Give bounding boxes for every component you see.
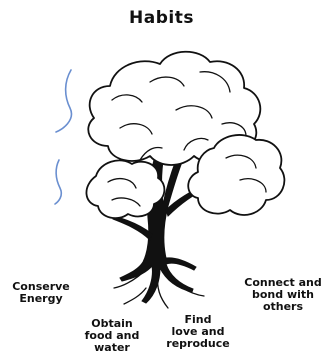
blue-stroke-top <box>56 70 71 132</box>
label-connect-bond: Connect and bond with others <box>244 277 322 313</box>
label-conserve-energy: Conserve Energy <box>6 281 76 305</box>
blue-stroke-bottom <box>55 160 61 204</box>
tree-canopy <box>86 52 284 218</box>
label-find-love-reproduce: Find love and reproduce <box>166 314 230 350</box>
canopy-left <box>86 160 164 218</box>
label-obtain-food-water: Obtain food and water <box>84 318 140 354</box>
blue-strokes <box>55 70 71 204</box>
